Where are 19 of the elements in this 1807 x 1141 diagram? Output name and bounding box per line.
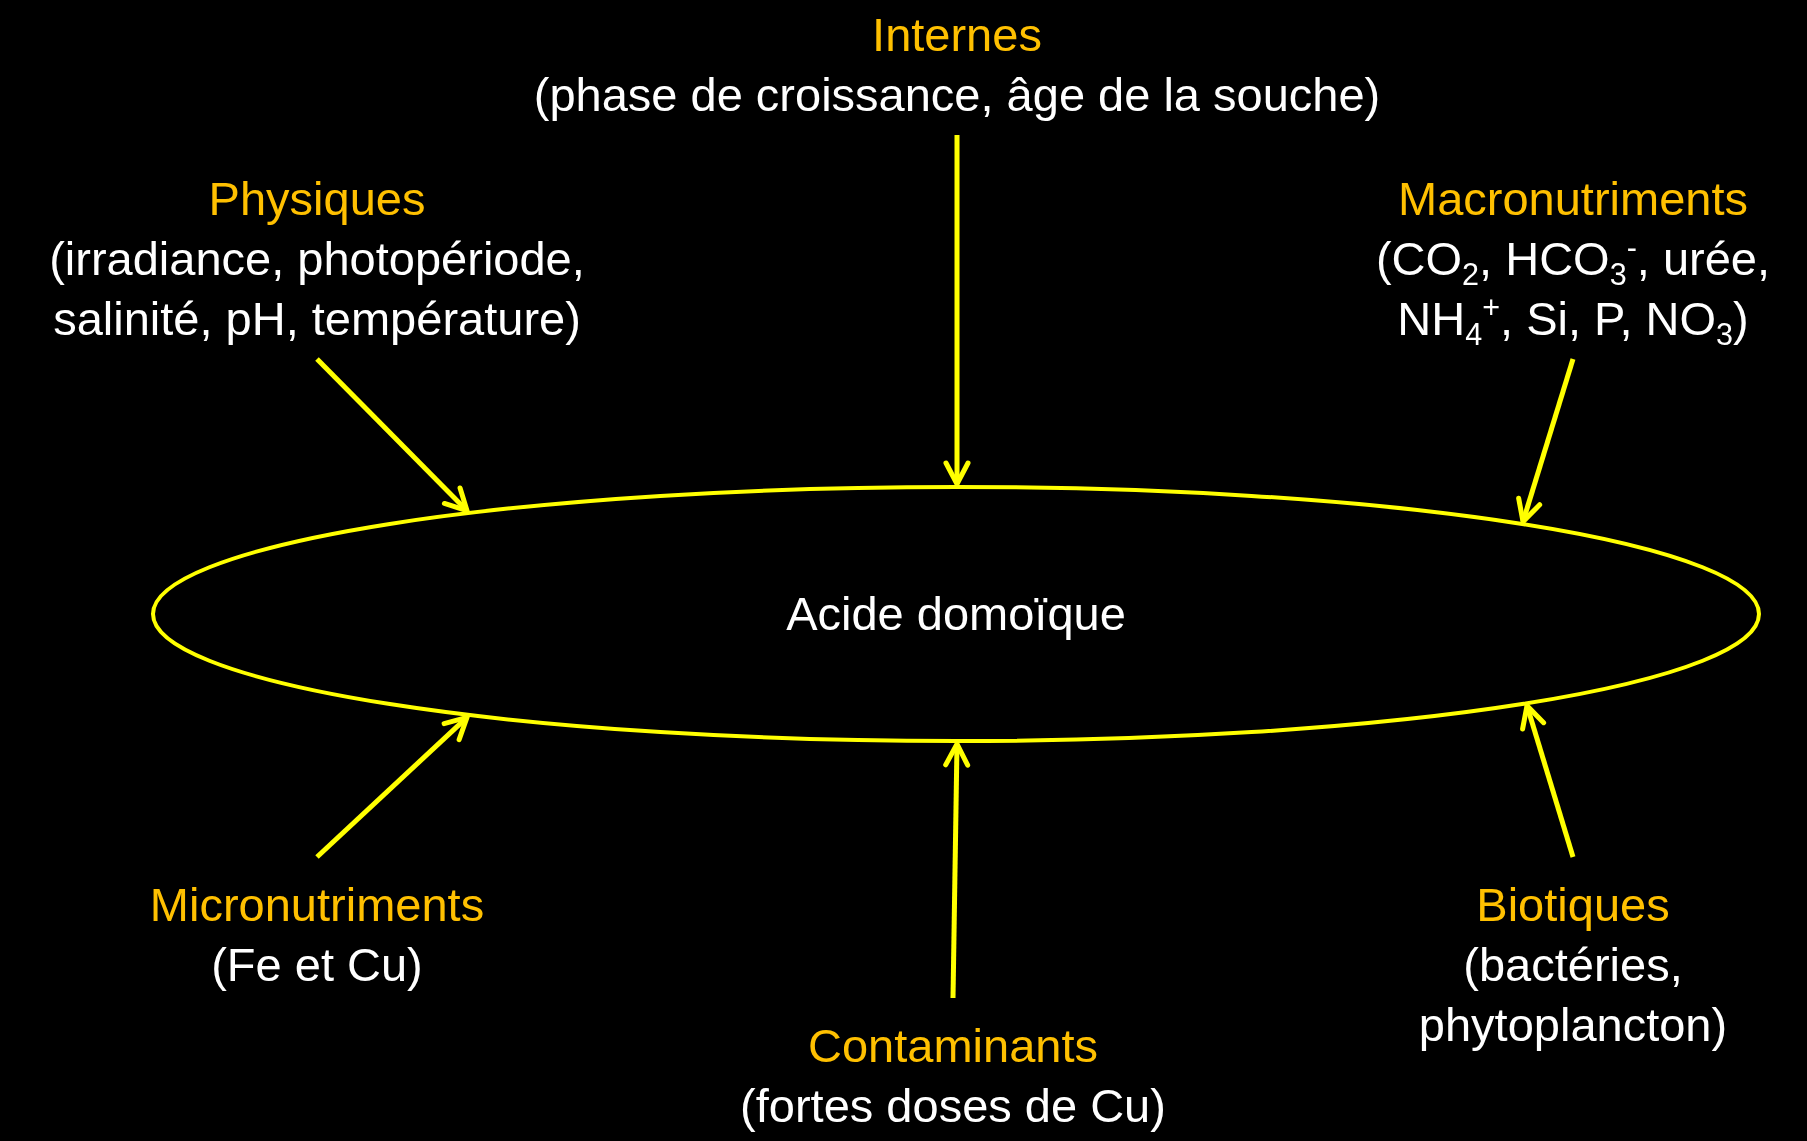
node-label: Acide domoïque xyxy=(785,586,1127,642)
category-heading: Micronutriments xyxy=(149,877,485,933)
category-heading: Contaminants xyxy=(807,1018,1099,1074)
category-heading: Macronutriments xyxy=(1397,171,1749,227)
arrow xyxy=(1516,358,1576,525)
category-heading: Biotiques xyxy=(1475,877,1671,933)
arrow xyxy=(315,357,470,514)
category-description: (fortes doses de Cu) xyxy=(740,1078,1166,1134)
category-description: (Fe et Cu) xyxy=(210,937,424,993)
category-description: (phase de croissance, âge de la souche) xyxy=(533,67,1381,123)
category-description: (bactéries, phytoplancton) xyxy=(1417,937,1729,1053)
category-description: (irradiance, photopériode, salinité, pH, température) xyxy=(48,231,586,347)
arrow xyxy=(315,714,470,859)
category-heading: Physiques xyxy=(207,171,427,227)
category-description: (CO$_{2}$, HCO$_{3}$$^{-}$, urée, NH$_{4}$$^{+}$, Si, P, NO$_{3}$) xyxy=(1374,229,1772,349)
arrow xyxy=(943,135,971,487)
category-heading: Internes xyxy=(871,7,1043,63)
arrow xyxy=(1520,703,1576,858)
arrow xyxy=(943,741,971,999)
